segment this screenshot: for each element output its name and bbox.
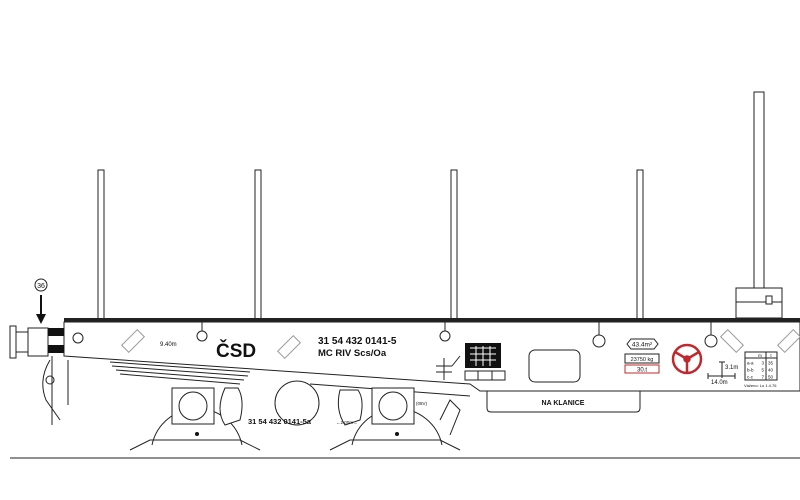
frame [63,318,800,413]
stakes [97,91,783,321]
stake [254,169,262,321]
owner-mark: ČSD [216,340,256,362]
load-limit-box [624,364,660,374]
table-cell: 5 [761,368,764,373]
load-table: m t a-a 3 35 b-b 5 40 c-c 7 50 [744,351,778,381]
table-cell: 7 [761,375,764,380]
stake [450,169,458,321]
dimension-icon [707,361,736,379]
length-dim: 14.0m [711,380,728,386]
bogie-spacing: ←2.00m→ [336,420,358,425]
stake-pocket [735,287,783,319]
table-cell: 3 [761,361,764,366]
tare-weight: 23750 kg [631,357,654,363]
tall-stake [753,91,765,308]
table-cell: c-c [747,375,754,380]
load-marker: 36 [34,278,48,324]
weighed-note: Váženo: Lo 1.4.76 [744,383,777,388]
table-header: m [758,353,762,358]
brake-grid-icon [464,343,506,381]
na-klanice-panel [486,391,641,413]
brake-symbol [436,355,461,380]
table-cell: 50 [768,375,774,380]
length-label: 9.40m [160,342,177,348]
bogies [109,361,471,451]
wheel-right [351,387,443,446]
bogie-code: (08V) [416,401,428,406]
stake [97,169,105,321]
label-placard [528,349,581,383]
table-cell: b-b [747,368,754,373]
na-klanice-label: NA KLANICE [542,400,585,407]
tare-box [624,353,660,364]
area-badge [626,338,659,350]
handbrake-wheel-icon [671,343,703,375]
wagon-number: 31 54 432 0141-5 [318,336,397,347]
wheel-left [151,387,243,446]
load-marker-text: 36 [37,283,45,290]
bogie-number: 31 54 432 0141-5a [248,417,312,426]
table-cell: 40 [768,368,774,373]
table-cell: 35 [768,361,774,366]
wagon-class: MC RIV Scs/Oa [318,348,387,359]
height-dim: 3.1m [725,365,738,371]
stake [636,169,644,321]
table-header: t [770,353,772,358]
load-limit: 30.t [637,368,647,374]
table-cell: a-a [747,361,754,366]
floor-area: 43.4m² [632,342,653,349]
buffer [9,325,69,425]
